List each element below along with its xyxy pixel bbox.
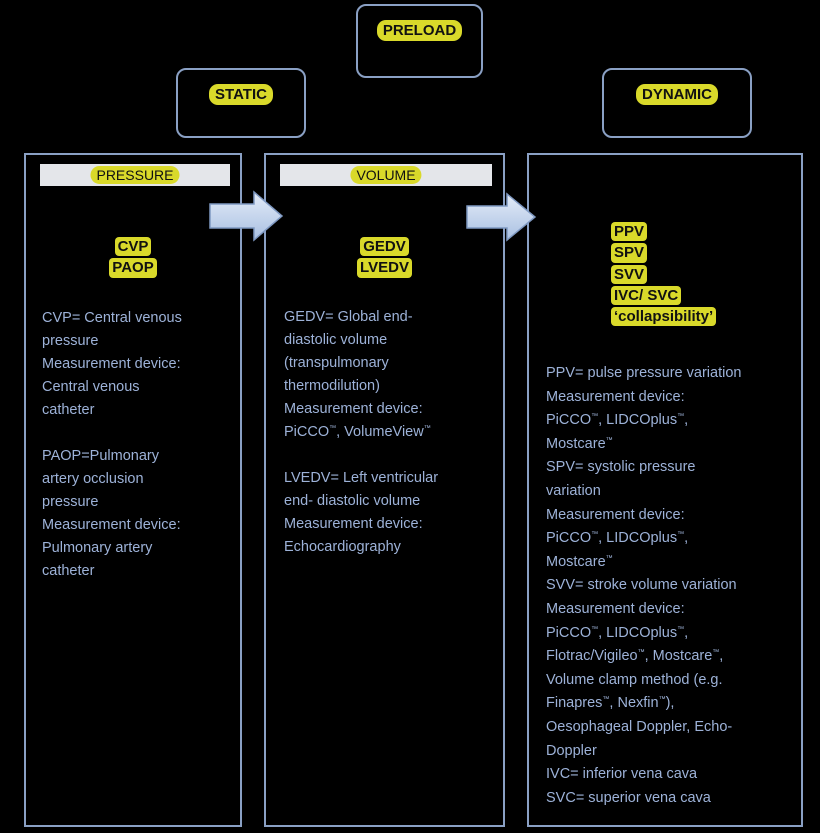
pressure-description: CVP= Central venous pressure Measurement…: [42, 307, 182, 583]
desc-line: pressure: [42, 494, 99, 510]
desc-line: Echocardiography: [284, 539, 401, 555]
desc-line: PiCCO™, LIDCOplus™,: [546, 412, 689, 429]
desc-line: Oesophageal Doppler, Echo-: [546, 718, 733, 735]
desc-line: catheter: [42, 402, 95, 418]
abbr-gedv: GEDV: [360, 237, 409, 257]
volume-column: VOLUME GEDV LVEDV GEDV= Global end- dias…: [264, 153, 505, 827]
abbr-collapsibility: ‘collapsibility’: [611, 307, 717, 327]
abbr-ivc-svc: IVC/ SVC: [611, 285, 682, 305]
dynamic-label: DYNAMIC: [636, 84, 718, 106]
desc-line: pressure: [42, 333, 99, 349]
trademark-mark: ™: [591, 413, 599, 421]
desc-line: IVC= inferior vena cava: [546, 766, 698, 783]
abbr-ppv: PPV: [611, 222, 648, 242]
trademark-mark: ™: [677, 413, 685, 421]
abbr-paop: PAOP: [109, 258, 157, 278]
desc-line: PiCCO™, LIDCOplus™,: [546, 624, 689, 641]
static-box: STATIC: [176, 68, 306, 138]
arrow-right-icon: [209, 190, 284, 242]
volume-label: VOLUME: [350, 165, 422, 185]
desc-line: catheter: [42, 563, 95, 579]
desc-line: Measurement device:: [284, 516, 423, 532]
abbr-lvedv: LVEDV: [357, 258, 412, 278]
trademark-mark: ™: [605, 554, 613, 562]
trademark-mark: ™: [637, 649, 645, 657]
desc-line: artery occlusion: [42, 471, 144, 487]
abbr-spv: SPV: [611, 243, 648, 263]
desc-line: GEDV= Global end-: [284, 309, 413, 325]
pressure-column: PRESSURE CVP PAOP CVP= Central venous pr…: [24, 153, 242, 827]
desc-line: SPV= systolic pressure: [546, 459, 696, 476]
pressure-bar: PRESSURE: [40, 164, 230, 186]
static-label: STATIC: [209, 84, 273, 106]
volume-description: GEDV= Global end- diastolic volume (tran…: [284, 306, 438, 559]
desc-line: Measurement device:: [546, 506, 685, 523]
desc-line: PPV= pulse pressure variation: [546, 365, 742, 381]
desc-line: SVV= stroke volume variation: [546, 577, 737, 594]
preload-box: PRELOAD: [356, 4, 483, 78]
desc-line: Flotrac/Vigileo™, Mostcare™,: [546, 648, 724, 665]
desc-line: Measurement device:: [546, 388, 685, 405]
trademark-mark: ™: [591, 625, 599, 633]
pressure-abbr-stack: CVP PAOP: [26, 237, 240, 278]
trademark-mark: ™: [591, 531, 599, 539]
dynamic-box: DYNAMIC: [602, 68, 752, 138]
desc-line: Measurement device:: [42, 517, 181, 533]
desc-line: (transpulmonary: [284, 355, 389, 371]
abbr-cvp: CVP: [114, 237, 152, 257]
trademark-mark: ™: [712, 649, 720, 657]
desc-line: PAOP=Pulmonary: [42, 448, 159, 464]
desc-line: variation: [546, 482, 601, 499]
desc-line: Measurement device:: [546, 600, 685, 617]
preload-label: PRELOAD: [376, 20, 463, 42]
volume-bar: VOLUME: [280, 164, 492, 186]
desc-line: Pulmonary artery: [42, 540, 153, 556]
desc-line: CVP= Central venous: [42, 310, 182, 326]
trademark-mark: ™: [423, 425, 431, 433]
desc-line: Mostcare™: [546, 553, 613, 570]
trademark-mark: ™: [602, 696, 610, 704]
desc-line: Mostcare™: [546, 435, 613, 452]
trademark-mark: ™: [605, 436, 613, 444]
desc-line: thermodilution): [284, 378, 380, 394]
desc-line: SVC= superior vena cava: [546, 789, 711, 806]
volume-abbr-stack: GEDV LVEDV: [266, 237, 503, 278]
arrow-right-icon: [466, 192, 537, 242]
dynamic-description: PPV= pulse pressure variation Measuremen…: [546, 362, 741, 810]
desc-line: Central venous: [42, 379, 140, 395]
dynamic-abbr-stack: PPV SPV SVV IVC/ SVC ‘collapsibility’: [611, 222, 717, 327]
desc-line: end- diastolic volume: [284, 493, 421, 509]
desc-line: LVEDV= Left ventricular: [284, 470, 439, 486]
desc-line: PiCCO™, VolumeView™: [284, 424, 431, 440]
trademark-mark: ™: [677, 625, 685, 633]
desc-line: PiCCO™, LIDCOplus™,: [546, 530, 689, 547]
desc-line: Volume clamp method (e.g.: [546, 671, 723, 688]
pressure-label: PRESSURE: [90, 165, 180, 185]
desc-line: Measurement device:: [284, 401, 423, 417]
desc-line: Measurement device:: [42, 356, 181, 372]
abbr-svv: SVV: [611, 264, 648, 284]
trademark-mark: ™: [329, 425, 337, 433]
desc-line: Finapres™, Nexfin™),: [546, 695, 675, 712]
dynamic-column: PPV SPV SVV IVC/ SVC ‘collapsibility’ PP…: [527, 153, 803, 827]
trademark-mark: ™: [658, 696, 666, 704]
desc-line: diastolic volume: [284, 332, 388, 348]
desc-line: Doppler: [546, 742, 597, 759]
trademark-mark: ™: [677, 531, 685, 539]
